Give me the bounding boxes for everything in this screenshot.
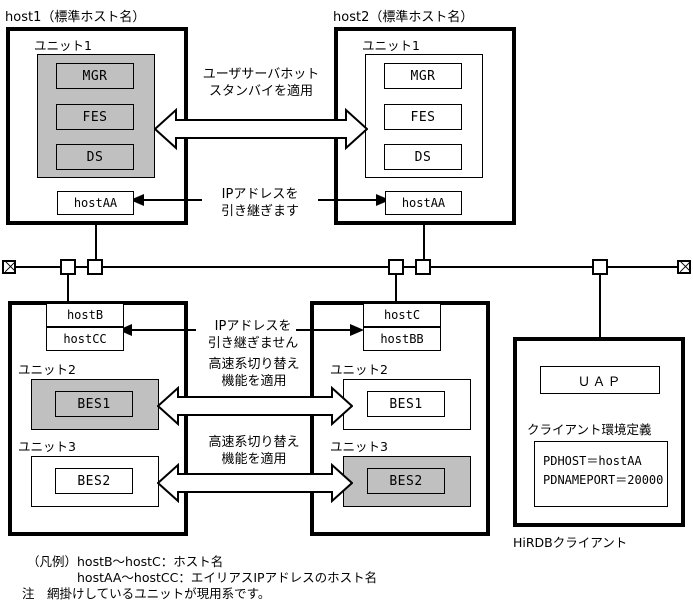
ip-takeover-line1: IPアドレスを [221,187,299,202]
host3-unit3-label: ユニット3 [18,439,76,454]
host4-server-bes2: BES2 [367,468,445,494]
host4-alias-hostbb: hostBB [363,327,441,351]
hot-standby-line2: スタンバイを適用 [208,84,313,99]
fast-switch-1-line2: 機能を適用 [221,374,287,389]
host2-alias-hostaa: hostAA [385,191,462,215]
ip-takeover-arrow-right [318,192,390,208]
host3-server-bes2: BES2 [55,468,133,494]
client-bus-droplink [599,275,601,337]
bus-node-5 [592,259,608,275]
host2-server-fes: FES [384,104,462,130]
bus-node-3 [388,259,404,275]
legend-line-3: 注 網掛けしているユニットが現用系です。 [22,586,271,600]
ip-takeover-arrow-left [130,192,202,208]
client-env-box [534,441,668,507]
host3-bus-droplink [67,275,69,303]
host1-server-ds: DS [56,144,134,170]
host1-server-fes: FES [56,104,134,130]
bus-node-4 [415,259,431,275]
client-env-line-2: PDNAMEPORT＝20000 [543,473,664,487]
host2-server-ds: DS [384,144,462,170]
host3-alias-hostcc: hostCC [46,327,124,351]
ip-no-takeover-arrow-left [118,322,196,338]
host4-name-hostc: hostC [363,303,441,327]
host3-unit2-label: ユニット2 [18,362,76,377]
bus-terminator-right [677,260,691,274]
hot-standby-line1: ユーザサーバホット [202,67,320,82]
host1-server-mgr: MGR [56,63,134,89]
host4-unit2-label: ユニット2 [330,362,388,377]
bus-node-2 [87,259,103,275]
fast-switch-2-line2: 機能を適用 [221,452,287,467]
fast-switch-2-label: 高速系切り替え 機能を適用 [196,434,312,468]
client-env-line-1: PDHOST＝hostAA [543,454,642,468]
ip-takeover-line2: 引き継ぎます [220,204,299,219]
host2-bus-droplink [423,225,425,267]
hot-standby-label: ユーザサーバホット スタンバイを適用 [194,66,328,100]
bus-terminator-left [2,260,16,274]
host1-bus-droplink [95,225,97,267]
legend-line-2: hostAA〜hostCC：エイリアスIPアドレスのホスト名 [77,570,378,585]
host4-bus-droplink [395,275,397,303]
client-caption: HiRDBクライアント [513,535,628,550]
hot-standby-block-arrow [154,108,368,150]
client-uap-box: ＵＡＰ [540,366,660,394]
host2-title: host2（標準ホスト名） [333,10,474,25]
fast-switch-1-block-arrow [157,386,353,426]
fast-switch-1-label: 高速系切り替え 機能を適用 [196,356,312,390]
ip-takeover-label: IPアドレスを 引き継ぎます [200,186,320,220]
client-env-title: クライアント環境定義 [527,422,652,437]
fast-switch-2-block-arrow [157,463,353,503]
bus-node-1 [60,259,76,275]
fast-switch-1-line1: 高速系切り替え [208,357,300,372]
host3-name-hostb: hostB [46,303,124,327]
host1-unit-label: ユニット1 [34,38,92,53]
legend-line-1: （凡例）hostB〜hostC：ホスト名 [27,554,224,569]
ip-no-takeover-line1: IPアドレスを [214,319,292,334]
network-bus-line [14,266,679,268]
host4-unit3-label: ユニット3 [330,439,388,454]
ip-no-takeover-label: IPアドレスを 引き継ぎません [198,318,308,352]
host2-server-mgr: MGR [384,63,462,89]
host4-server-bes1: BES1 [367,391,445,417]
host1-title: host1（標準ホスト名） [5,10,146,25]
fast-switch-2-line1: 高速系切り替え [208,435,300,450]
host3-server-bes1: BES1 [55,391,133,417]
ip-no-takeover-line2: 引き継ぎません [207,336,299,351]
host2-unit-label: ユニット1 [362,38,420,53]
ip-no-takeover-arrow-right [296,322,364,338]
host1-alias-hostaa: hostAA [57,191,134,215]
